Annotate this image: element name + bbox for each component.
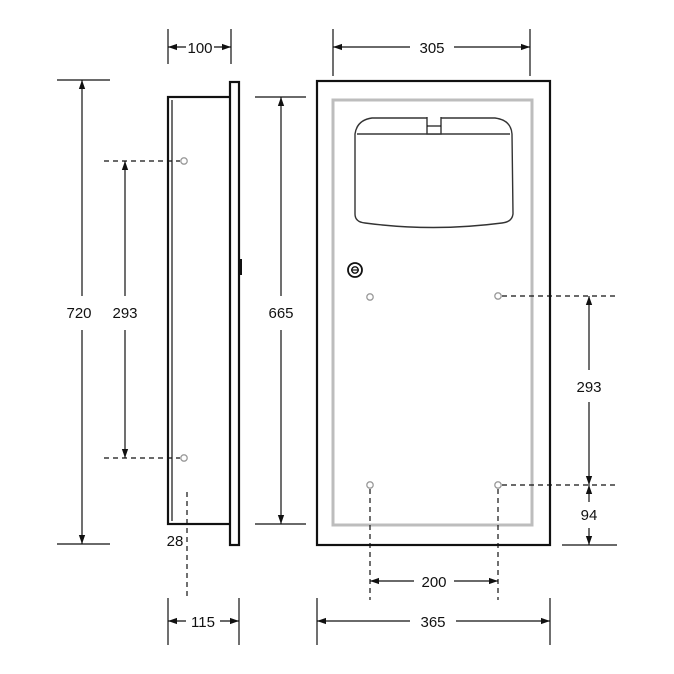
dim-label-front-body-height: 665 xyxy=(268,305,293,322)
dim-label-front-width-top: 305 xyxy=(419,40,444,57)
dimension-bottom-hole-offset: 94 xyxy=(562,485,617,546)
dim-label-hole-horizontal-spacing: 200 xyxy=(421,574,446,591)
front-mount-hole-top-right xyxy=(494,292,502,300)
waste-flap xyxy=(354,117,514,229)
front-mount-hole-bottom-left xyxy=(366,481,374,489)
dim-label-side-depth-bottom: 115 xyxy=(191,614,215,631)
door-lock-icon xyxy=(347,262,363,278)
dim-label-bottom-hole-offset: 94 xyxy=(581,507,598,524)
dim-label-side-depth-top: 100 xyxy=(187,40,212,57)
dimension-side-depth-top: 100 xyxy=(167,29,232,64)
dim-label-side-hole-spacing: 293 xyxy=(112,305,137,322)
side-mount-hole-bottom xyxy=(180,454,188,462)
front-mount-hole-bottom-right xyxy=(494,481,502,489)
dimension-front-hole-spacing: 293 xyxy=(576,296,602,485)
front-view xyxy=(315,79,617,600)
dimension-front-body-height: 665 xyxy=(255,96,306,525)
dimension-overall-height: 720 xyxy=(57,79,110,545)
side-mount-hole-top xyxy=(180,157,188,165)
dimension-front-width-top: 305 xyxy=(332,29,531,76)
side-front-flange xyxy=(228,80,241,547)
side-latch xyxy=(239,259,242,275)
side-view xyxy=(104,80,242,600)
front-door-frame xyxy=(331,98,534,527)
dimension-overall-width: 365 xyxy=(316,598,551,645)
dimension-side-hole-spacing: 293 xyxy=(112,161,138,458)
dim-label-overall-width: 365 xyxy=(420,614,445,631)
side-body xyxy=(166,95,233,526)
front-mount-hole-top-left xyxy=(366,293,374,301)
dim-label-flange-thickness: 28 xyxy=(167,533,184,550)
dimension-side-depth-bottom: 115 xyxy=(167,598,240,645)
dim-label-overall-height: 720 xyxy=(66,305,91,322)
dimension-hole-horizontal-spacing: 200 xyxy=(370,574,498,591)
dim-label-front-hole-spacing: 293 xyxy=(576,379,601,396)
